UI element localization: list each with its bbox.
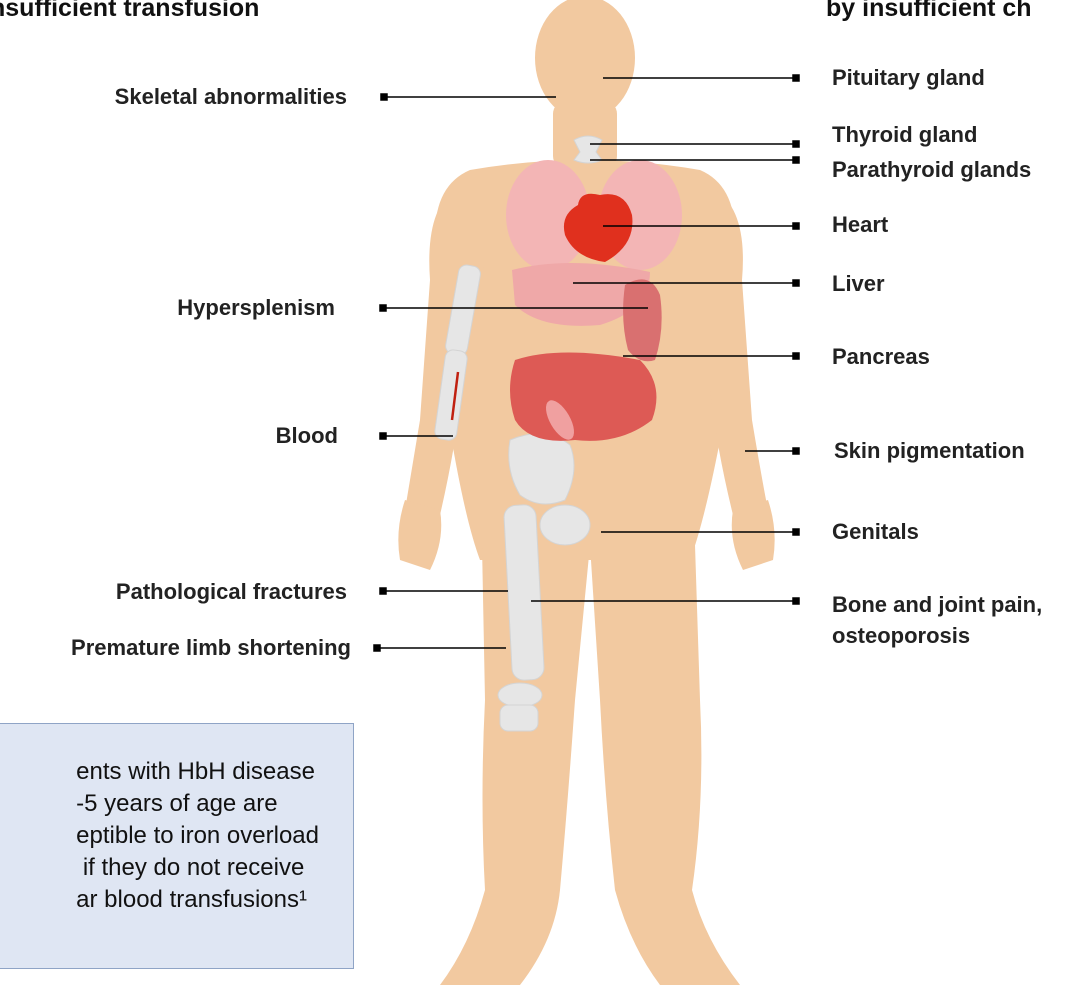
dot-blood: [380, 433, 386, 439]
left-hand: [398, 500, 441, 570]
label-pancreas: Pancreas: [832, 344, 930, 370]
label-blood: Blood: [276, 423, 338, 449]
dot-parathyroid: [793, 157, 799, 163]
label-premature-limb-shortening: Premature limb shortening: [71, 635, 351, 661]
note-text: ents with HbH disease -5 years of age ar…: [76, 756, 319, 916]
label-thyroid-gland: Thyroid gland: [832, 122, 977, 148]
dot-pancreas: [793, 353, 799, 359]
dot-bone: [793, 598, 799, 604]
dot-liver: [793, 280, 799, 286]
dot-skeletal: [381, 94, 387, 100]
thyroid-bone: [574, 136, 602, 163]
dot-fractures: [380, 588, 386, 594]
dot-limb: [374, 645, 380, 651]
label-liver: Liver: [832, 271, 885, 297]
dot-pituitary: [793, 75, 799, 81]
label-skin-pigmentation: Skin pigmentation: [834, 438, 1025, 464]
dot-genitals: [793, 529, 799, 535]
label-skeletal-abnormalities: Skeletal abnormalities: [115, 84, 347, 110]
pelvis: [509, 434, 574, 504]
label-pituitary-gland: Pituitary gland: [832, 65, 985, 91]
tibia: [500, 705, 538, 731]
right-leg: [590, 545, 740, 985]
knee-joint-upper: [540, 505, 590, 545]
kneecap: [498, 683, 542, 707]
pancreas: [623, 279, 662, 361]
label-bone-joint-pain: Bone and joint pain, osteoporosis: [832, 589, 1042, 651]
label-genitals: Genitals: [832, 519, 919, 545]
label-hypersplenism: Hypersplenism: [177, 295, 335, 321]
note-box: ents with HbH disease -5 years of age ar…: [0, 723, 354, 969]
intestines: [510, 353, 656, 441]
label-heart: Heart: [832, 212, 888, 238]
dot-thyroid: [793, 141, 799, 147]
right-heading: by insufficient ch: [826, 0, 1032, 23]
left-heading: nsufficient transfusion: [0, 0, 259, 23]
dot-heart: [793, 223, 799, 229]
label-pathological-fractures: Pathological fractures: [116, 579, 347, 605]
dot-hypersplenism: [380, 305, 386, 311]
right-hand: [732, 500, 775, 570]
label-parathyroid-glands: Parathyroid glands: [832, 157, 1031, 183]
dot-skin: [793, 448, 799, 454]
